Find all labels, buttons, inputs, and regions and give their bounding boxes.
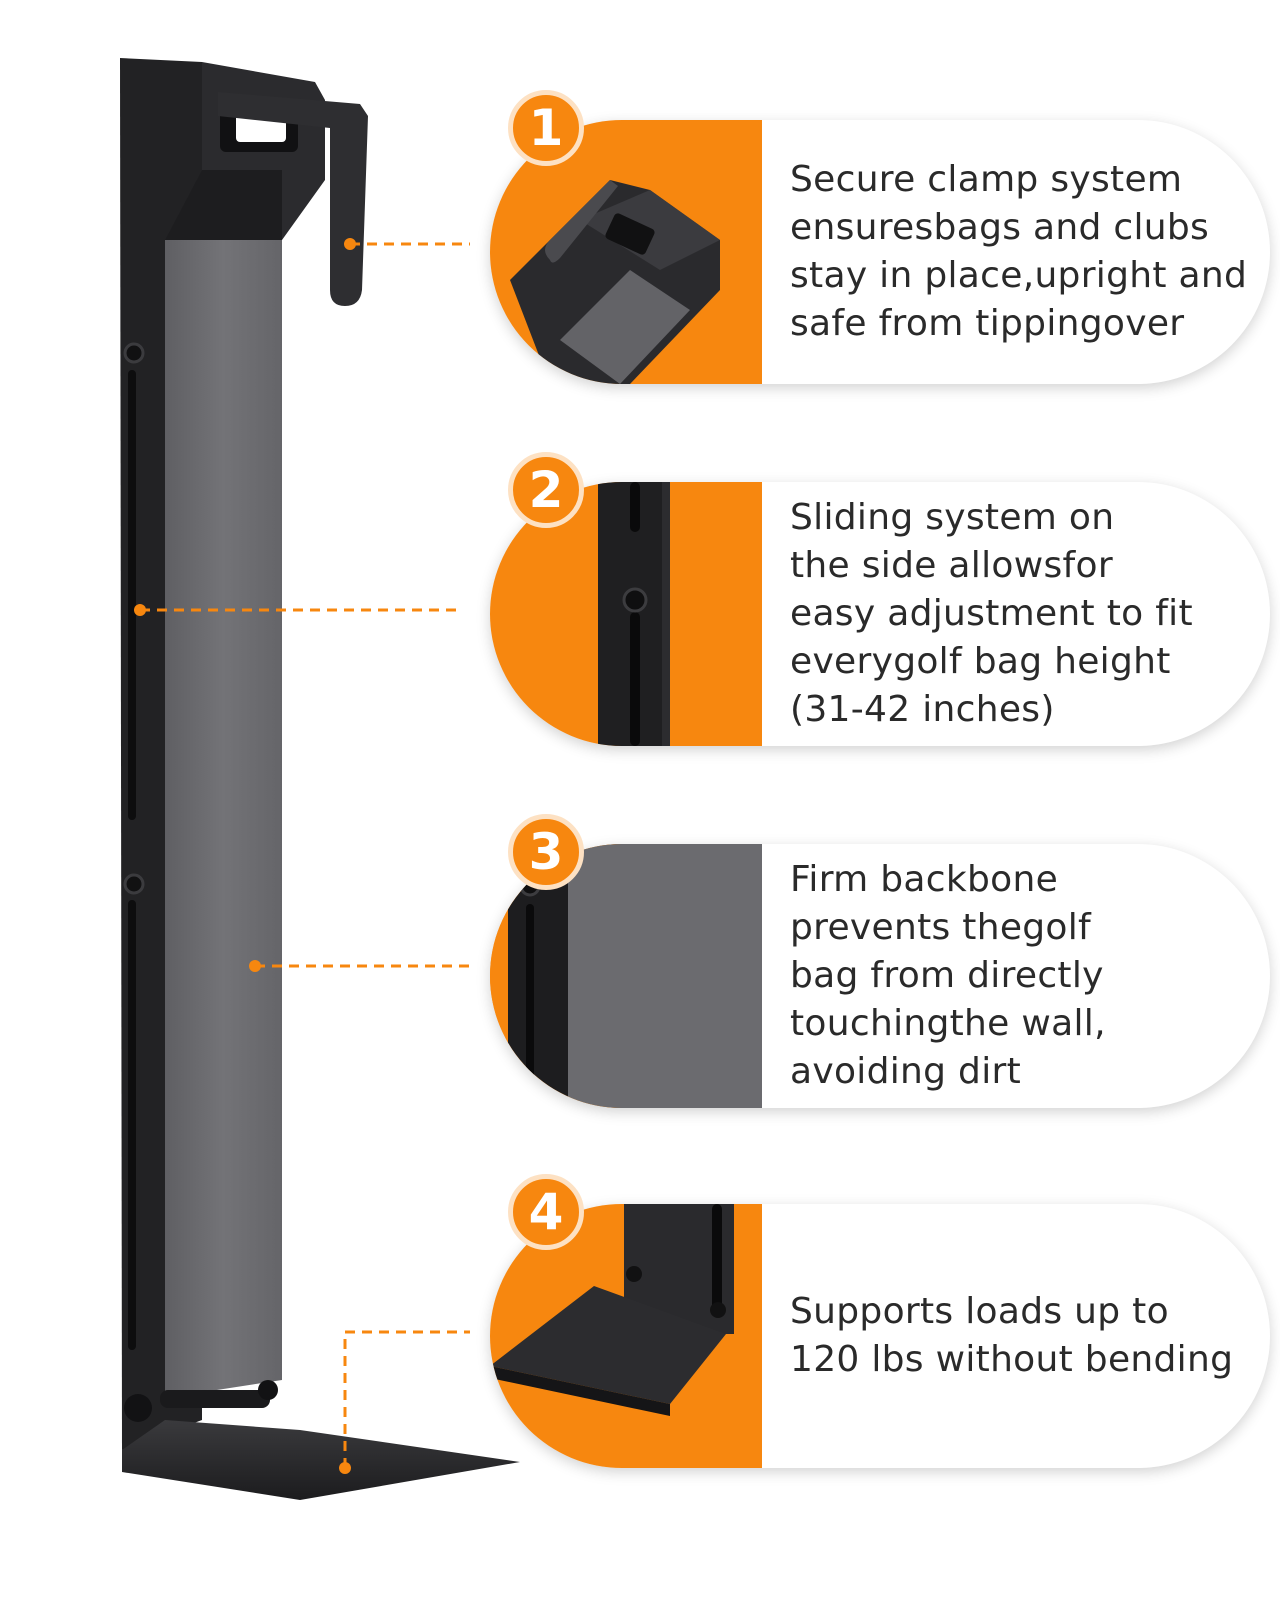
clamp-closeup-image bbox=[490, 120, 762, 384]
feature-card-1: Secure clamp system ensuresbags and club… bbox=[490, 90, 1270, 384]
feature-text-1: Secure clamp system ensuresbags and club… bbox=[790, 159, 1248, 344]
feature-pill-1: Secure clamp system ensuresbags and club… bbox=[490, 120, 1270, 384]
feature-pill-4: Supports loads up to 120 lbs without ben… bbox=[490, 1204, 1270, 1468]
feature-card-2: Sliding system on the side allowsfor eas… bbox=[490, 452, 1270, 746]
feature-card-4: Supports loads up to 120 lbs without ben… bbox=[490, 1174, 1270, 1468]
feature-number-badge-1: 1 bbox=[508, 90, 584, 166]
base-plate-closeup-image bbox=[490, 1204, 762, 1468]
feature-pill-3: Firm backbone prevents thegolf bag from … bbox=[490, 844, 1270, 1108]
feature-number-badge-3: 3 bbox=[508, 814, 584, 890]
feature-text-2: Sliding system on the side allowsfor eas… bbox=[790, 497, 1193, 730]
feature-card-3: Firm backbone prevents thegolf bag from … bbox=[490, 814, 1270, 1108]
feature-pill-2: Sliding system on the side allowsfor eas… bbox=[490, 482, 1270, 746]
feature-number-badge-2: 2 bbox=[508, 452, 584, 528]
feature-text-3: Firm backbone prevents thegolf bag from … bbox=[790, 859, 1106, 1092]
feature-text-4: Supports loads up to 120 lbs without ben… bbox=[790, 1291, 1234, 1380]
feature-number-badge-4: 4 bbox=[508, 1174, 584, 1250]
sliding-rail-closeup-image bbox=[490, 482, 762, 746]
